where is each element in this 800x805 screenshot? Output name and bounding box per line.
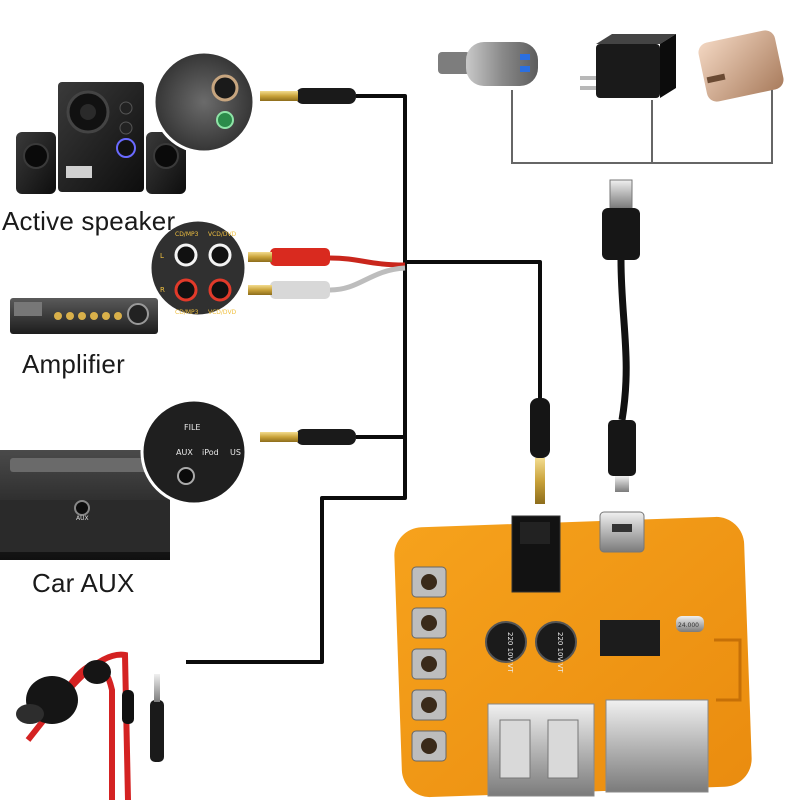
inset-cd-bottom: CD/MP3 [175,309,199,316]
main-bus-wire [186,94,407,664]
inset-r: R [160,286,165,294]
wiring [186,94,542,664]
cap-2-label: 220 10V VT [556,632,564,673]
inset-us: US [230,448,241,457]
plug-speaker [260,88,356,104]
earphones [16,651,164,801]
car-charger [438,42,538,86]
board-feed-wire [405,260,542,398]
inset-l: L [160,252,164,260]
plug-car [260,429,356,445]
power-bank [698,30,784,102]
inset-aux: AUX [176,448,193,457]
inset-cd-top: CD/MP3 [175,231,199,238]
cap-1-label: 220 10V VT [506,632,514,673]
car-aux-label: Car AUX [32,568,135,598]
amplifier-label: Amplifier [22,349,125,379]
active-speaker-label: Active speaker [2,206,176,236]
rca-jack-inset: CD/MP3 VCD/DVD L R CD/MP3 VCD/DVD [148,218,248,318]
inset-ipod: iPod [202,448,219,457]
wall-adapter [580,34,676,98]
board-buttons [411,566,447,762]
power-wiring [511,90,773,164]
usb-power-cable [602,179,640,492]
active-speaker-set [16,82,186,194]
board-audio-plug [530,398,550,504]
crystal-label: 24.000 [678,622,699,629]
car-aux-text: AUX [76,515,89,522]
inset-vcd-top: VCD/DVD [208,231,237,238]
inset-vcd-bottom: VCD/DVD [208,309,237,316]
amplifier-unit [10,298,158,334]
inset-file: FILE [184,423,200,432]
car-aux-inset: FILE AUX iPod US [140,398,248,506]
bluetooth-board: 220 10V VT 220 10V VT 24.000 [394,511,752,798]
speaker-jack-inset [152,50,256,154]
car-stereo: AUX [0,450,170,560]
rca-cable [248,248,406,299]
